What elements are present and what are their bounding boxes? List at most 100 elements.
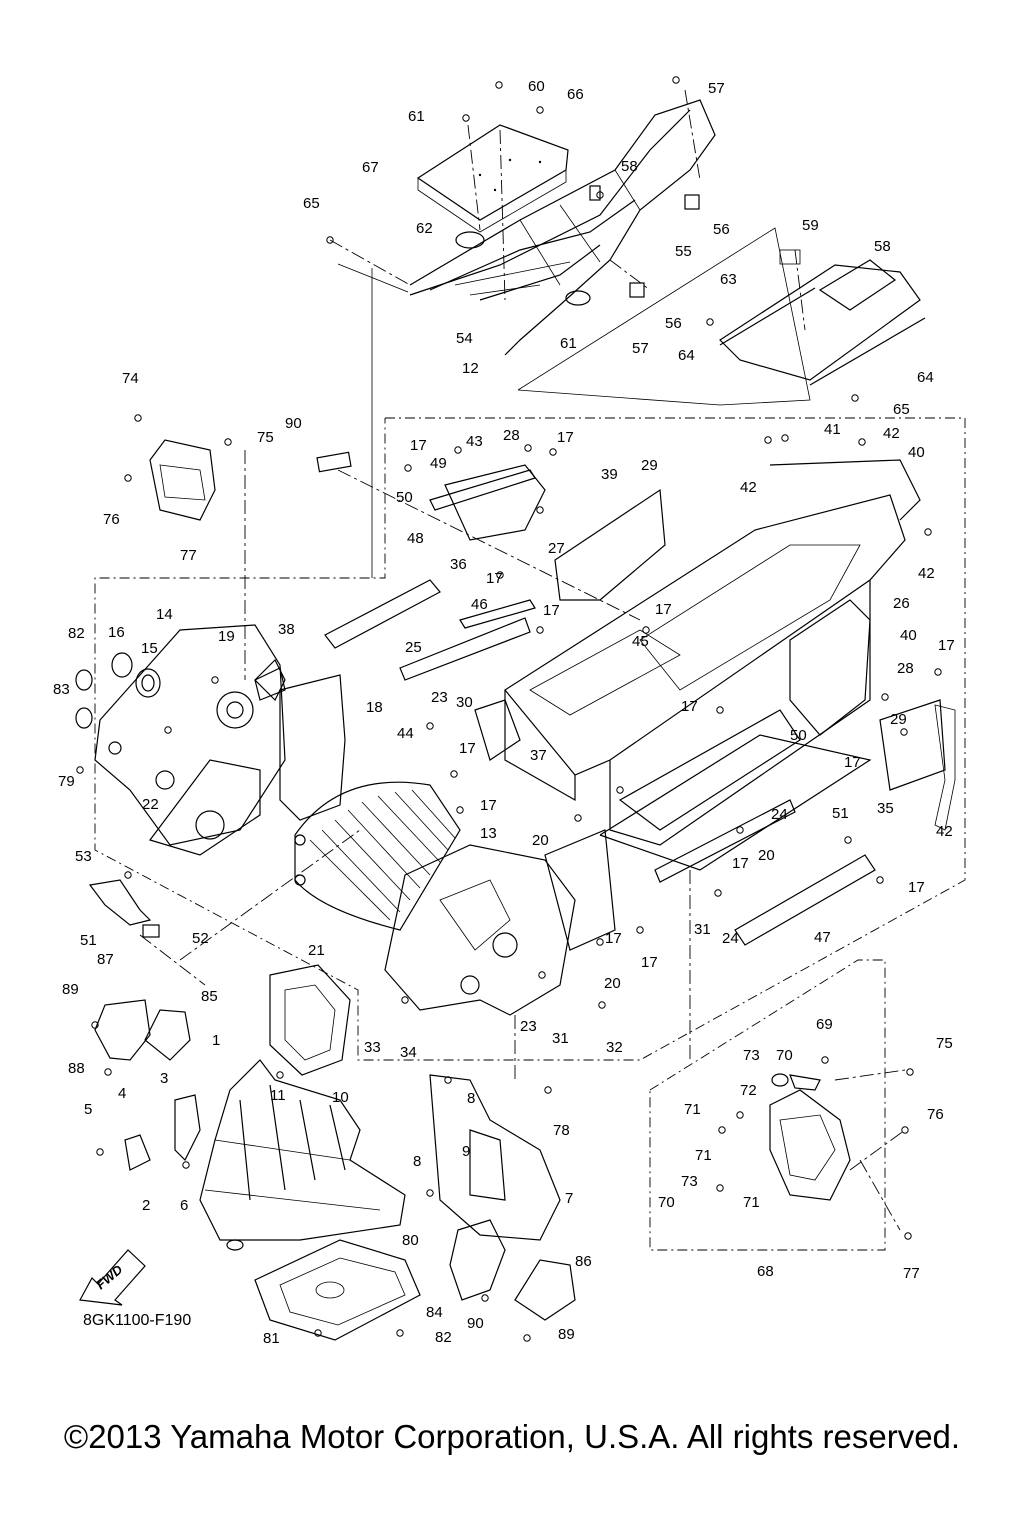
callout: 62 [416,220,433,237]
callout: 27 [548,540,565,557]
callout: 23 [520,1018,537,1035]
callout: 7 [565,1190,573,1207]
group-frames [94,227,966,1251]
footrest-brackets [444,464,946,831]
small-brackets [88,879,201,1171]
callout: 53 [75,848,92,865]
callout: 26 [893,595,910,612]
callout: 30 [456,694,473,711]
fastener-icon [851,394,859,402]
callout: 66 [567,86,584,103]
callout: 42 [883,425,900,442]
bearings [75,652,161,729]
callout: 38 [278,621,295,638]
fastener-icon [714,889,722,897]
callout: 4 [118,1085,126,1102]
callout: 9 [462,1143,470,1160]
callout: 82 [435,1329,452,1346]
fastener-icon [326,236,334,244]
callout: 70 [776,1047,793,1064]
callout: 80 [402,1232,419,1249]
steering-cover-part [269,964,351,1076]
callout: 45 [632,633,649,650]
fastener-icon [881,693,889,701]
rear-bracket-part [149,439,286,702]
callout: 58 [874,238,891,255]
fastener-icon [672,76,680,84]
callout: 48 [407,530,424,547]
callout: 50 [396,489,413,506]
fastener-icon [544,1086,552,1094]
fastener-icon [536,506,544,514]
front-frame-part [384,829,616,1016]
callout: 40 [900,627,917,644]
track-rails [399,469,956,883]
side-strips [324,579,876,946]
callout: 68 [757,1263,774,1280]
fastener-icon [901,1126,909,1134]
callout: 31 [694,921,711,938]
callout: 42 [918,565,935,582]
fastener-icon [821,1056,829,1064]
callout: 71 [684,1101,701,1118]
fastener-icon [276,1071,284,1079]
callout: 15 [141,640,158,657]
callout: 67 [362,159,379,176]
fastener-icon [96,1148,104,1156]
callout: 70 [658,1194,675,1211]
fastener-icon [764,436,772,444]
fastener-icon [404,464,412,472]
rear-plate-part [719,249,926,386]
callout: 5 [84,1101,92,1118]
callout: 76 [103,511,120,528]
callout: 17 [844,754,861,771]
rear-frame-part [409,99,716,356]
callout: 12 [462,360,479,377]
fastener-icon [450,770,458,778]
fastener-icon [549,448,557,456]
callout: 60 [528,78,545,95]
callout: 54 [456,330,473,347]
callout: 29 [890,711,907,728]
callout: 3 [160,1070,168,1087]
fastener-icon [76,766,84,774]
chaincase-part [94,624,286,856]
callout: 16 [108,624,125,641]
callout: 51 [80,932,97,949]
callout: 41 [824,421,841,438]
fastener-icon [224,438,232,446]
fastener-icon [844,836,852,844]
callout: 59 [802,217,819,234]
callout: 29 [641,457,658,474]
callout: 32 [606,1039,623,1056]
callout: 39 [601,466,618,483]
callout-labels: 1 2 3 4 5 6 7 8 8 9 10 11 12 13 14 15 16… [53,78,955,1347]
fastener-icon [495,81,503,89]
callout: 73 [681,1173,698,1190]
callout: 44 [397,725,414,742]
fastener-icon [524,444,532,452]
bulkhead-part [254,667,346,821]
callout: 36 [450,556,467,573]
fastener-icon [781,434,789,442]
fastener-icon [104,1068,112,1076]
callout: 77 [903,1265,920,1282]
callout: 21 [308,942,325,959]
callout: 72 [740,1082,757,1099]
callout: 11 [270,1087,286,1104]
callout: 10 [332,1089,349,1106]
callout: 79 [58,773,75,790]
fastener-icon [481,1294,489,1302]
fastener-icon [456,806,464,814]
fastener-icon [718,1126,726,1134]
fastener-icon [616,786,624,794]
fastener-icon [134,414,142,422]
callout: 71 [695,1147,712,1164]
fastener-icon [426,722,434,730]
callout: 6 [180,1197,188,1214]
engine-mount-part [769,1073,851,1201]
callout: 17 [681,698,698,715]
fastener-icon [124,474,132,482]
callout: 86 [575,1253,592,1270]
callout: 57 [632,340,649,357]
